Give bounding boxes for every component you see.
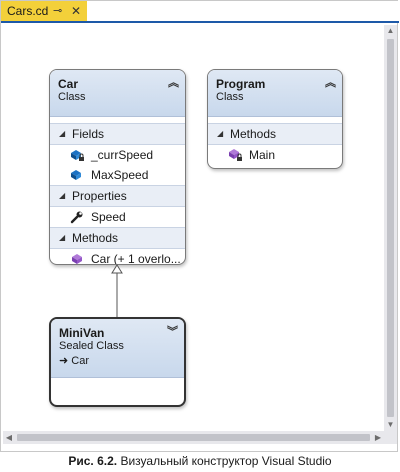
class-kind: Class bbox=[216, 91, 244, 103]
scroll-up-icon[interactable]: ▲ bbox=[386, 26, 395, 35]
compartment-label: Methods bbox=[72, 231, 119, 245]
class-shape-car[interactable]: Car Class ︽ ◢ Fields _currSpeed bbox=[49, 69, 186, 265]
collapse-icon[interactable]: ︽ bbox=[325, 77, 336, 89]
expanded-triangle-icon[interactable]: ◢ bbox=[59, 191, 66, 200]
compartment-label: Fields bbox=[72, 127, 105, 141]
scroll-thumb[interactable] bbox=[17, 434, 370, 441]
expanded-triangle-icon[interactable]: ◢ bbox=[59, 129, 66, 138]
designer-window: Cars.cd ⊸ ✕ Car Class ︽ ◢ Fields bbox=[0, 0, 399, 452]
compartment-fields[interactable]: ◢ Fields bbox=[50, 123, 185, 145]
class-header[interactable]: Car Class ︽ bbox=[50, 70, 185, 117]
class-kind: Sealed Class bbox=[59, 340, 124, 352]
vertical-scrollbar[interactable]: ▲ ▼ bbox=[384, 25, 397, 431]
class-header[interactable]: Program Class ︽ bbox=[208, 70, 342, 117]
member-method[interactable]: Car (+ 1 overlo... bbox=[50, 249, 185, 265]
member-label: _currSpeed bbox=[91, 148, 154, 162]
member-property[interactable]: Speed bbox=[50, 207, 185, 227]
inheritance-arrow[interactable] bbox=[107, 264, 127, 322]
scroll-down-icon[interactable]: ▼ bbox=[386, 420, 395, 429]
public-field-icon bbox=[71, 170, 81, 180]
compartment-label: Properties bbox=[72, 189, 127, 203]
scroll-right-icon[interactable]: ▶ bbox=[374, 433, 382, 442]
figure-number: Рис. 6.2. bbox=[68, 454, 118, 468]
member-method[interactable]: Main bbox=[208, 145, 342, 165]
class-name: Program bbox=[216, 77, 266, 91]
member-field[interactable]: MaxSpeed bbox=[50, 165, 185, 185]
member-label: Main bbox=[249, 148, 276, 162]
compartment-methods[interactable]: ◢ Methods bbox=[208, 123, 342, 145]
pin-icon[interactable]: ⊸ bbox=[53, 5, 63, 17]
collapse-icon[interactable]: ︽ bbox=[168, 77, 179, 89]
compartment-methods[interactable]: ◢ Methods bbox=[50, 227, 185, 249]
wrench-icon bbox=[70, 211, 83, 224]
private-field-icon bbox=[71, 150, 84, 161]
class-name: Car bbox=[58, 77, 79, 91]
arrow-right-icon: ➜ bbox=[59, 355, 69, 367]
class-shape-minivan[interactable]: MiniVan Sealed Class ➜ Car ︾ bbox=[49, 317, 186, 407]
figure-text: Визуальный конструктор Visual Studio bbox=[120, 454, 332, 468]
scroll-left-icon[interactable]: ◀ bbox=[5, 433, 13, 442]
member-label: Car (+ 1 overlo... bbox=[91, 252, 181, 265]
document-tab-bar: Cars.cd ⊸ ✕ bbox=[1, 1, 399, 23]
class-name: MiniVan bbox=[59, 326, 105, 340]
scroll-thumb[interactable] bbox=[387, 39, 394, 417]
base-class-link[interactable]: ➜ Car bbox=[59, 354, 89, 367]
horizontal-scrollbar[interactable]: ◀ ▶ bbox=[3, 431, 384, 444]
expanded-triangle-icon[interactable]: ◢ bbox=[217, 129, 224, 138]
expand-icon[interactable]: ︾ bbox=[167, 326, 178, 338]
private-method-icon bbox=[229, 149, 242, 161]
tab-cars-cd[interactable]: Cars.cd ⊸ ✕ bbox=[1, 1, 87, 21]
base-class-name: Car bbox=[71, 355, 90, 367]
class-header[interactable]: MiniVan Sealed Class ➜ Car ︾ bbox=[51, 319, 184, 378]
close-icon[interactable]: ✕ bbox=[71, 4, 82, 18]
expanded-triangle-icon[interactable]: ◢ bbox=[59, 233, 66, 242]
figure-caption: Рис. 6.2. Визуальный конструктор Visual … bbox=[0, 451, 400, 472]
member-field[interactable]: _currSpeed bbox=[50, 145, 185, 165]
tab-title: Cars.cd bbox=[7, 4, 49, 18]
scrollbar-corner bbox=[384, 431, 397, 444]
compartment-label: Methods bbox=[230, 127, 277, 141]
class-kind: Class bbox=[58, 91, 86, 103]
member-label: MaxSpeed bbox=[91, 168, 149, 182]
class-diagram-canvas[interactable]: Car Class ︽ ◢ Fields _currSpeed bbox=[3, 25, 383, 429]
member-label: Speed bbox=[91, 210, 126, 224]
method-icon bbox=[72, 254, 82, 264]
class-shape-program[interactable]: Program Class ︽ ◢ Methods Main bbox=[207, 69, 343, 169]
compartment-properties[interactable]: ◢ Properties bbox=[50, 185, 185, 207]
